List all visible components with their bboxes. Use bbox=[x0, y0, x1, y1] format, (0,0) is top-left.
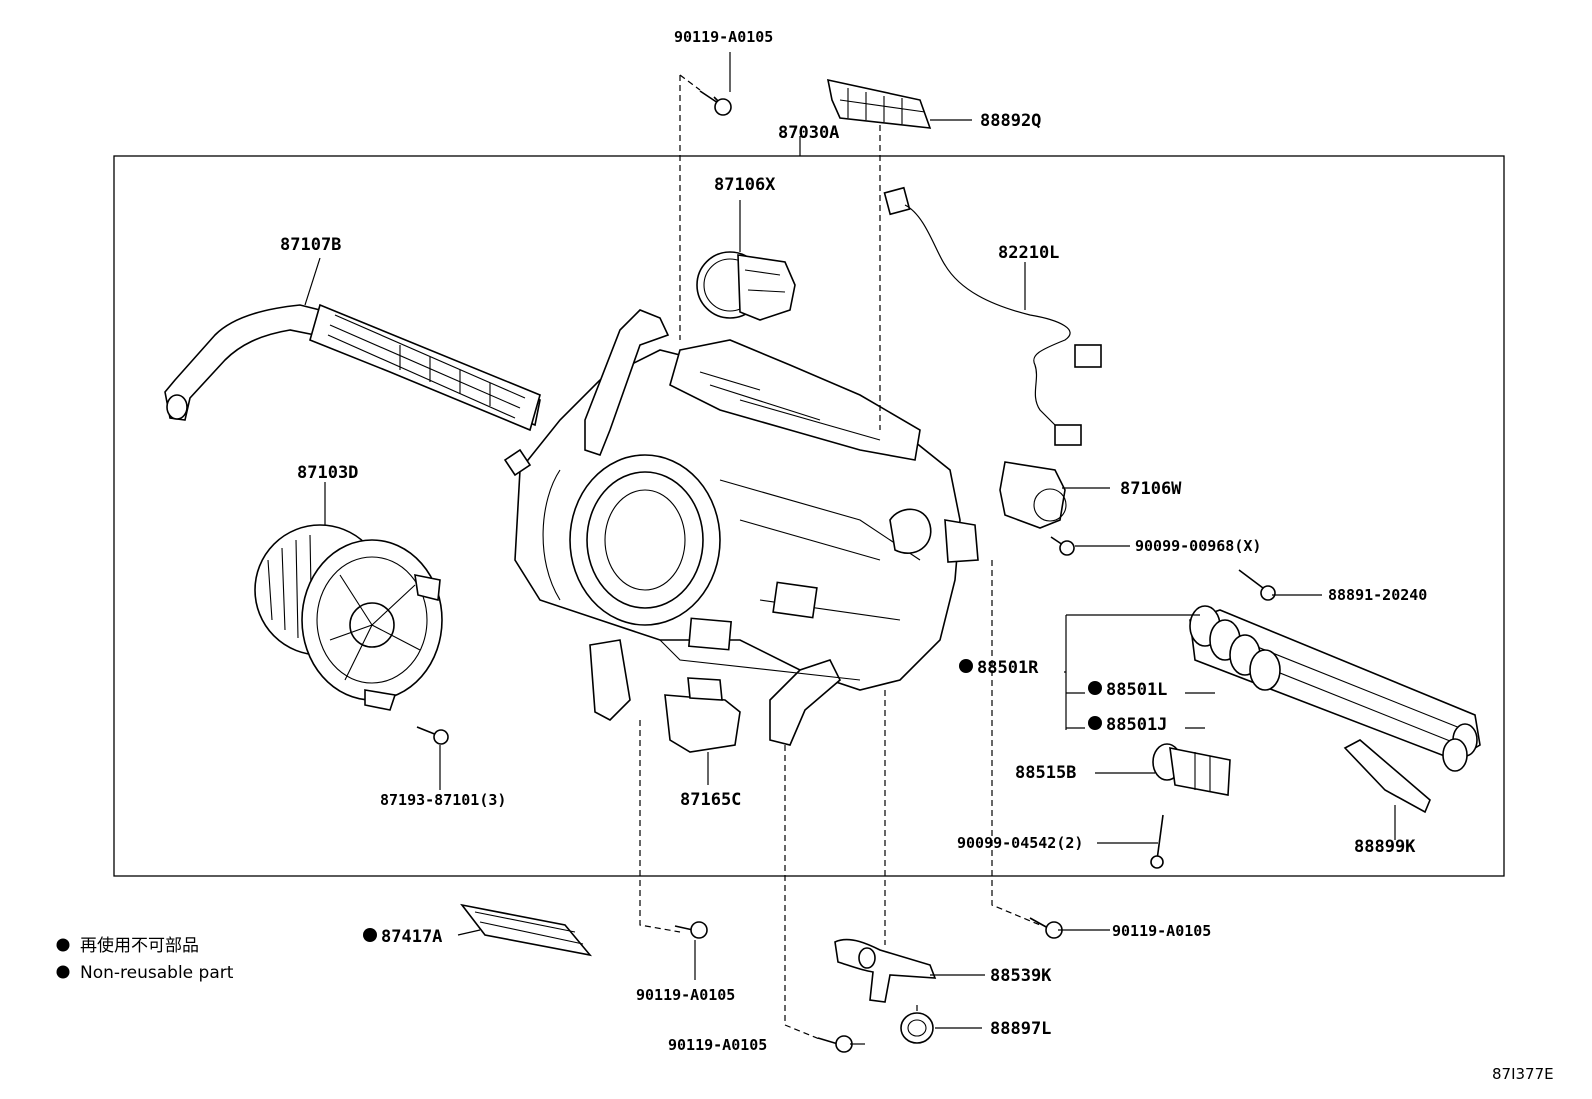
label-88501l: 88501L bbox=[1106, 680, 1167, 700]
non-reusable-marker-88501r bbox=[959, 659, 973, 673]
legend-bullet-2 bbox=[56, 965, 70, 979]
label-87106w: 87106W bbox=[1120, 479, 1182, 499]
label-90119-bottom-middle: 90119-A0105 bbox=[668, 1036, 767, 1054]
assembly-frame bbox=[113, 155, 1505, 877]
label-87165c: 87165C bbox=[680, 790, 741, 810]
legend: 再使用不可部品 Non-reusable part bbox=[56, 935, 234, 983]
blower-resistor-illustration bbox=[664, 677, 741, 753]
drain-hose-illustration bbox=[834, 938, 937, 1003]
evaporator-illustration bbox=[1189, 605, 1481, 772]
air-filter-illustration bbox=[460, 903, 593, 957]
label-90099-00968: 90099-00968(X) bbox=[1135, 537, 1261, 555]
grommet-illustration bbox=[900, 1012, 934, 1044]
non-reusable-marker-88501j bbox=[1088, 716, 1102, 730]
label-88891-20240: 88891-20240 bbox=[1328, 586, 1427, 604]
non-reusable-marker-87417a bbox=[363, 928, 377, 942]
filter-cover-illustration bbox=[826, 78, 932, 129]
heater-core-illustration bbox=[164, 303, 541, 432]
label-87417a: 87417A bbox=[381, 927, 442, 947]
label-87030a: 87030A bbox=[778, 123, 839, 143]
label-88501r: 88501R bbox=[977, 658, 1039, 678]
expansion-valve-illustration bbox=[1152, 743, 1231, 796]
legend-line-2: Non-reusable part bbox=[80, 963, 234, 983]
label-87106x: 87106X bbox=[714, 175, 776, 195]
label-88892q: 88892Q bbox=[980, 111, 1041, 131]
bracket-illustration bbox=[1343, 739, 1431, 814]
screw-illustrations bbox=[416, 90, 1276, 1053]
label-90099-04542: 90099-04542(2) bbox=[957, 834, 1083, 852]
label-87193-87101: 87193-87101(3) bbox=[380, 791, 506, 809]
diagram-code: 87I377E bbox=[1492, 1065, 1554, 1083]
legend-line-1: 再使用不可部品 bbox=[80, 935, 199, 956]
label-88539k: 88539K bbox=[990, 966, 1052, 986]
blower-motor-illustration bbox=[254, 524, 443, 711]
label-82210l: 82210L bbox=[998, 243, 1059, 263]
label-90119-bottom-right: 90119-A0105 bbox=[1112, 922, 1211, 940]
label-90119-bottom-left: 90119-A0105 bbox=[636, 986, 735, 1004]
label-88899k: 88899K bbox=[1354, 837, 1416, 857]
legend-bullet-1 bbox=[56, 938, 70, 952]
label-87107b: 87107B bbox=[280, 235, 341, 255]
wire-harness-illustration bbox=[883, 186, 1102, 446]
servo-motor-upper-illustration bbox=[696, 251, 796, 321]
part-labels: 90119-A0105 88892Q 87030A 87106X 87107B … bbox=[280, 28, 1427, 1054]
label-90119-top: 90119-A0105 bbox=[674, 28, 773, 46]
label-88515b: 88515B bbox=[1015, 763, 1076, 783]
label-88501j: 88501J bbox=[1106, 715, 1167, 735]
leader-lines bbox=[304, 52, 1396, 1045]
non-reusable-marker-88501l bbox=[1088, 681, 1102, 695]
heater-housing-illustration bbox=[503, 309, 979, 746]
label-87103d: 87103D bbox=[297, 463, 358, 483]
label-88897l: 88897L bbox=[990, 1019, 1051, 1039]
servo-motor-lower-illustration bbox=[999, 461, 1067, 529]
